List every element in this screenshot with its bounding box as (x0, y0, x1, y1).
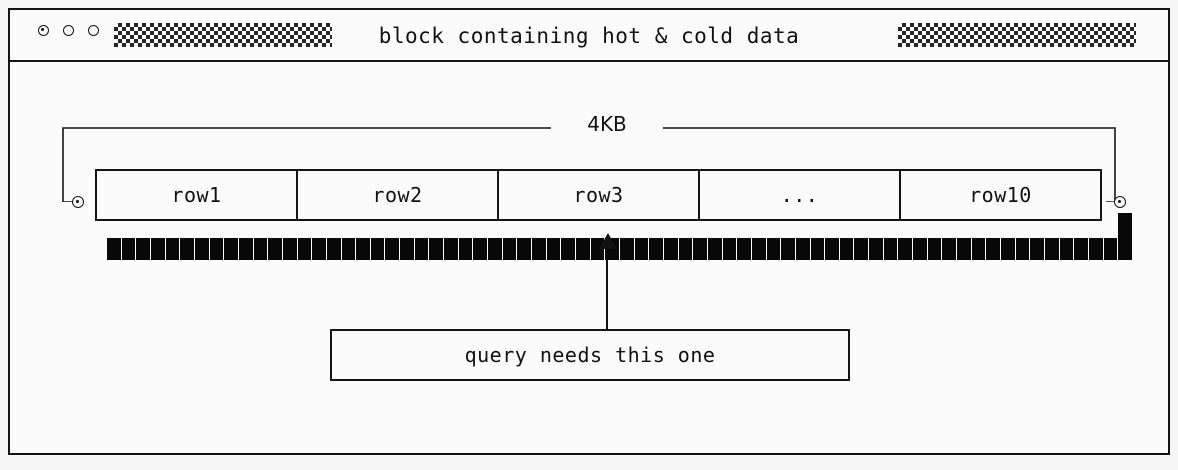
byte-segment (473, 238, 489, 260)
byte-segment (1015, 238, 1031, 260)
measure-endcap-left-icon (72, 196, 84, 208)
byte-segment (488, 238, 503, 260)
byte-segment (1118, 238, 1132, 260)
byte-segment (913, 238, 928, 260)
byte-segment (312, 238, 327, 260)
byte-segment (121, 238, 137, 260)
byte-segment (942, 238, 958, 260)
byte-segment (400, 238, 415, 260)
byte-segment (751, 238, 767, 260)
table-row[interactable]: row3 (499, 171, 700, 219)
byte-segment (458, 238, 474, 260)
byte-segment (1074, 238, 1089, 260)
byte-segment (209, 238, 225, 260)
byte-segment (429, 238, 445, 260)
byte-segment (634, 238, 650, 260)
table-row[interactable]: row1 (97, 171, 298, 219)
byte-segment (883, 238, 899, 260)
circle-icon[interactable] (88, 25, 99, 36)
byte-segment (693, 238, 708, 260)
byte-segment (854, 238, 870, 260)
circle-icon[interactable] (63, 25, 74, 36)
byte-segment-bar (107, 238, 1132, 260)
byte-segment (150, 238, 166, 260)
byte-segment (869, 238, 884, 260)
byte-segment (165, 238, 181, 260)
diagram-canvas: 4KB row1 row2 row3 ... row10 query needs… (10, 62, 1168, 453)
window-title: block containing hot & cold data (378, 24, 800, 48)
byte-segment (532, 238, 547, 260)
byte-segment (1001, 238, 1016, 260)
byte-segment (839, 238, 855, 260)
byte-segment (414, 238, 430, 260)
byte-segment (502, 238, 518, 260)
byte-segment (766, 238, 782, 260)
byte-segment (971, 238, 987, 260)
byte-segment (986, 238, 1002, 260)
byte-segment-highlight (1118, 213, 1132, 240)
byte-segment (707, 238, 723, 260)
byte-segment (781, 238, 796, 260)
byte-segment (1030, 238, 1045, 260)
callout-box: query needs this one (330, 329, 850, 381)
byte-segment (224, 238, 239, 260)
checkerboard-pattern-icon (114, 23, 332, 47)
byte-segment (957, 238, 972, 260)
callout-text: query needs this one (464, 343, 716, 367)
measure-endcap-right-icon (1114, 196, 1126, 208)
byte-segment (927, 238, 943, 260)
byte-segment (1088, 238, 1104, 260)
byte-segment (385, 238, 401, 260)
app-window: block containing hot & cold data 4KB row… (8, 8, 1170, 455)
byte-segment (1103, 238, 1119, 260)
byte-segment (795, 238, 811, 260)
table-row[interactable]: row2 (298, 171, 499, 219)
byte-segment (136, 238, 151, 260)
byte-segment (517, 238, 533, 260)
byte-segment (326, 238, 342, 260)
byte-segment (238, 238, 254, 260)
circle-dot-icon[interactable] (38, 25, 49, 36)
byte-segment (1059, 238, 1075, 260)
byte-segment (576, 238, 591, 260)
block-row-table: row1 row2 row3 ... row10 (95, 169, 1102, 221)
byte-segment (297, 238, 313, 260)
byte-segment (678, 238, 694, 260)
triangle-up-icon (599, 233, 617, 249)
byte-segment (810, 238, 826, 260)
byte-segment (341, 238, 357, 260)
byte-segment (898, 238, 914, 260)
byte-segment (194, 238, 210, 260)
measure-label: 4KB (551, 114, 663, 134)
callout-leader-line (606, 259, 608, 329)
byte-segment (444, 238, 459, 260)
byte-segment (107, 238, 122, 260)
byte-segment (282, 238, 298, 260)
byte-segment (356, 238, 371, 260)
byte-segment (268, 238, 283, 260)
byte-segment (737, 238, 752, 260)
byte-segment (180, 238, 195, 260)
byte-segment (663, 238, 679, 260)
byte-segment (370, 238, 386, 260)
byte-segment (619, 238, 635, 260)
byte-segment (649, 238, 664, 260)
table-row[interactable]: ... (700, 171, 901, 219)
byte-segment (722, 238, 738, 260)
byte-segment (546, 238, 562, 260)
window-titlebar: block containing hot & cold data (10, 10, 1168, 62)
byte-segment (561, 238, 576, 260)
byte-segment (825, 238, 840, 260)
byte-segment (1045, 238, 1060, 260)
byte-segment (253, 238, 269, 260)
checkerboard-pattern-icon (898, 23, 1136, 47)
table-row[interactable]: row10 (969, 183, 1032, 207)
